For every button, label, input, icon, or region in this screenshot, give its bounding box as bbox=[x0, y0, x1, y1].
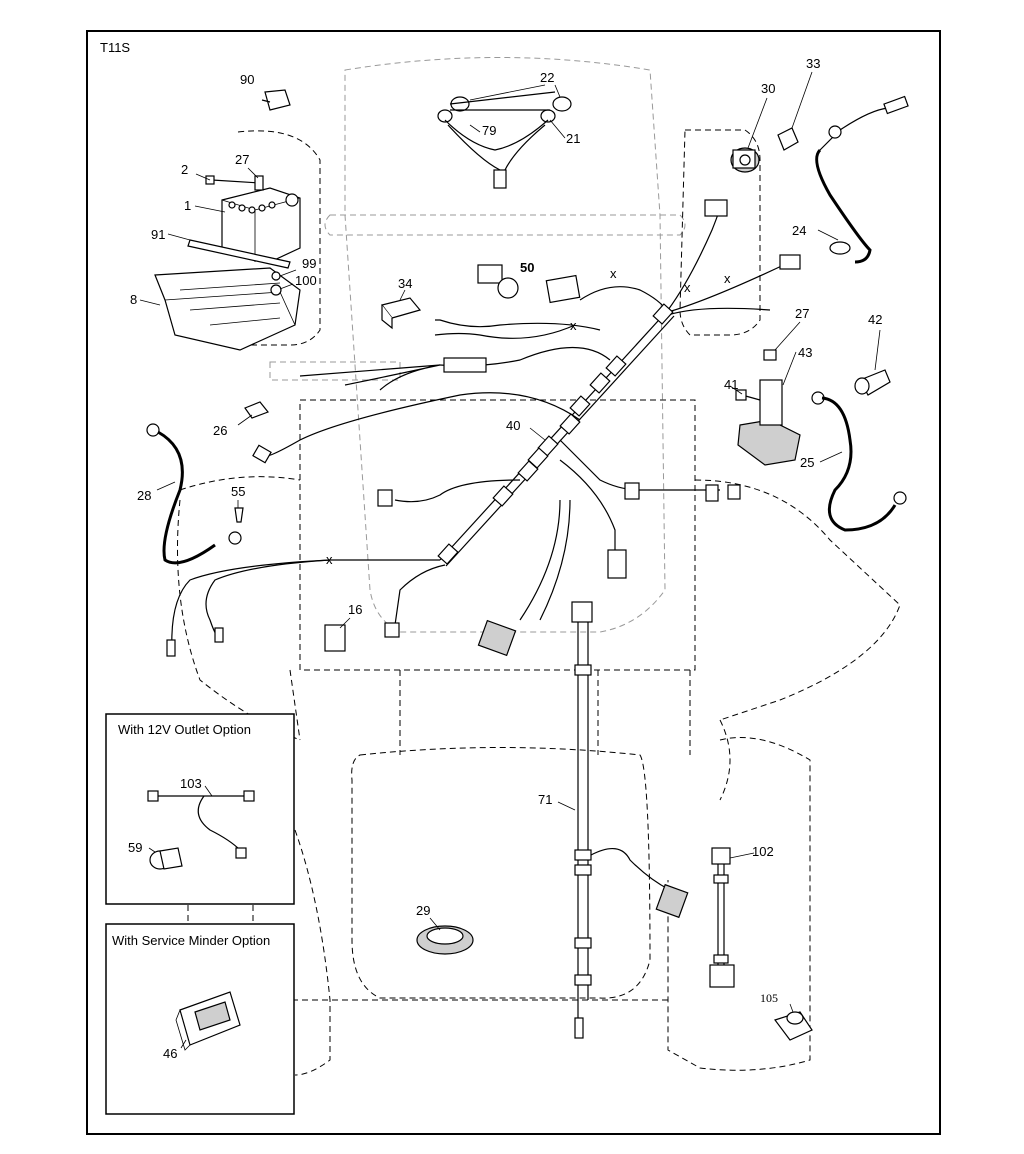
callout-28: 28 bbox=[137, 488, 151, 503]
svg-text:x: x bbox=[610, 266, 617, 281]
svg-text:x: x bbox=[724, 271, 731, 286]
inset-12v-outlet: With 12V Outlet Option bbox=[105, 713, 295, 905]
callout-27a: 27 bbox=[235, 152, 249, 167]
callout-105: 105 bbox=[760, 991, 778, 1005]
svg-text:x: x bbox=[326, 552, 333, 567]
fuse-26 bbox=[244, 401, 269, 419]
cable-25 bbox=[811, 391, 907, 532]
callout-2: 2 bbox=[181, 162, 188, 177]
connector-lower bbox=[477, 619, 517, 657]
part-90 bbox=[261, 89, 291, 111]
callout-40: 40 bbox=[506, 418, 520, 433]
callout-21: 21 bbox=[566, 131, 580, 146]
callout-26: 26 bbox=[213, 423, 227, 438]
callout-8: 8 bbox=[130, 292, 137, 307]
switch-34 bbox=[380, 297, 422, 330]
inset-minder-title: With Service Minder Option bbox=[112, 933, 270, 948]
callout-34: 34 bbox=[398, 276, 412, 291]
terminal-left-2 bbox=[214, 627, 224, 643]
harness-102 bbox=[709, 847, 735, 988]
diagram-frame bbox=[86, 30, 941, 1135]
headlight-assembly bbox=[437, 91, 572, 189]
battery-assembly bbox=[154, 175, 301, 351]
cable-24 bbox=[815, 95, 909, 264]
callout-22: 22 bbox=[540, 70, 554, 85]
callout-43: 43 bbox=[798, 345, 812, 360]
terminal-left bbox=[166, 639, 176, 657]
callout-55: 55 bbox=[231, 484, 245, 499]
main-harness: x x x x x bbox=[171, 199, 801, 651]
callout-59: 59 bbox=[128, 840, 142, 855]
svg-text:x: x bbox=[684, 280, 691, 295]
callout-25: 25 bbox=[800, 455, 814, 470]
harness-71 bbox=[571, 601, 689, 1039]
relay-16 bbox=[324, 624, 346, 652]
callout-90: 90 bbox=[240, 72, 254, 87]
callout-46: 46 bbox=[163, 1046, 177, 1061]
callout-102: 102 bbox=[752, 844, 774, 859]
cable-28 bbox=[146, 423, 242, 565]
callout-27b: 27 bbox=[795, 306, 809, 321]
callout-91: 91 bbox=[151, 227, 165, 242]
screw-55 bbox=[234, 507, 244, 523]
inset-service-minder: With Service Minder Option bbox=[105, 923, 295, 1115]
callout-50: 50 bbox=[520, 260, 534, 275]
callout-labels: 90 2 27 1 91 99 100 8 22 79 21 30 33 24 … bbox=[128, 56, 882, 1061]
svg-text:x: x bbox=[570, 318, 577, 333]
callout-42: 42 bbox=[868, 312, 882, 327]
callout-103: 103 bbox=[180, 776, 202, 791]
callout-33: 33 bbox=[806, 56, 820, 71]
diagram-code: T11S bbox=[100, 40, 130, 55]
seat-switch bbox=[416, 925, 474, 955]
callout-30: 30 bbox=[761, 81, 775, 96]
part-50 bbox=[477, 264, 581, 304]
callout-99: 99 bbox=[302, 256, 316, 271]
callout-71: 71 bbox=[538, 792, 552, 807]
leader-lines bbox=[139, 71, 881, 1049]
solenoid bbox=[735, 349, 891, 466]
callout-16: 16 bbox=[348, 602, 362, 617]
callout-24: 24 bbox=[792, 223, 806, 238]
ignition-switch bbox=[730, 127, 799, 173]
callout-1: 1 bbox=[184, 198, 191, 213]
callout-79: 79 bbox=[482, 123, 496, 138]
part-105 bbox=[774, 1011, 813, 1041]
callout-41: 41 bbox=[724, 377, 738, 392]
inset-12v-title: With 12V Outlet Option bbox=[118, 722, 251, 737]
callout-29: 29 bbox=[416, 903, 430, 918]
tractor-outline bbox=[177, 57, 901, 1076]
callout-100: 100 bbox=[295, 273, 317, 288]
